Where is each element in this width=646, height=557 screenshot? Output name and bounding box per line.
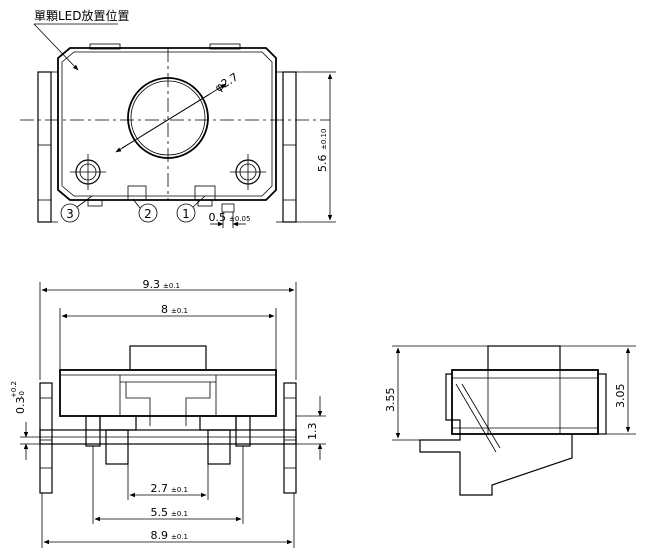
side-left-lead <box>419 373 573 496</box>
side-right-lead <box>597 373 607 435</box>
led-note: 單顆LED放置位置 <box>34 8 130 23</box>
inner-pitch-value: 2.7 <box>151 482 169 495</box>
lead-thk-value: 0.3 <box>14 397 27 415</box>
pin3-callout: 3 <box>60 195 93 223</box>
terminal-left-inner <box>99 415 137 465</box>
actuator-circle-inner <box>130 80 206 156</box>
body-height-value: 3.05 <box>614 384 627 409</box>
hole-left <box>70 154 106 190</box>
terminal-right-outer <box>235 415 251 447</box>
terminal-right-inner <box>199 415 237 465</box>
overall-dim-tol: ±0.1 <box>163 282 180 290</box>
outer-pitch-value: 5.5 <box>151 506 169 519</box>
footprint-value: 8.9 <box>151 529 169 542</box>
side-view: 3.55 3.05 <box>384 345 636 496</box>
top-tab-left <box>89 43 121 50</box>
pin2-label: 2 <box>144 207 152 221</box>
body-dim-tol: ±0.1 <box>171 307 188 315</box>
bottom-tab-3 <box>87 199 103 207</box>
lead-thk-tol-bottom: -0 <box>18 391 26 398</box>
outer-pitch-tol: ±0.1 <box>171 510 188 518</box>
pin3-label: 3 <box>66 207 74 221</box>
side-actuator <box>487 345 561 371</box>
front-left-lead <box>39 382 53 494</box>
height-dim-value: 5.6 <box>316 155 329 173</box>
lead-thk-tol-top: +0.2 <box>10 381 18 398</box>
front-view: 9.3 ±0.1 8 ±0.1 <box>10 278 326 548</box>
pin1-callout: 1 <box>176 195 206 223</box>
side-lead-diagonal-2 <box>461 383 501 449</box>
bottom-tab-1-inner <box>194 185 216 201</box>
height-dim-tol: ±0.10 <box>320 129 328 150</box>
inner-pitch-tol: ±0.1 <box>171 486 188 494</box>
footprint-tol: ±0.1 <box>171 533 188 541</box>
pad-dim-tol: ±0.05 <box>229 215 250 223</box>
diameter-leader-2 <box>115 93 211 153</box>
top-view: φ2.7 單顆LED放置位置 3 2 <box>20 8 336 228</box>
actuator-circle <box>127 77 209 159</box>
pad-0p5 <box>221 203 235 213</box>
body-dim-value: 8 <box>161 303 168 316</box>
top-body-outline <box>57 47 277 201</box>
top-right-leads <box>276 71 297 223</box>
led-note-leader <box>33 23 79 71</box>
side-lead-diagonal <box>455 383 497 453</box>
side-body <box>451 369 599 435</box>
total-height-value: 3.55 <box>384 388 397 413</box>
pad-dim-value: 0.5 <box>209 211 227 224</box>
overall-dim-value: 9.3 <box>143 278 161 291</box>
front-body <box>59 369 277 417</box>
pin1-label: 1 <box>182 207 190 221</box>
bottom-tab-2 <box>127 185 147 201</box>
hole-right <box>230 154 266 190</box>
standoff-value: 1.3 <box>306 423 319 441</box>
front-right-lead <box>283 382 297 494</box>
top-left-leads <box>37 71 58 223</box>
terminal-left-outer <box>85 415 101 447</box>
front-internal <box>120 381 216 426</box>
top-tab-right <box>209 43 241 50</box>
diameter-label: φ2.7 <box>213 70 241 94</box>
pin2-callout: 2 <box>132 198 158 223</box>
front-actuator <box>129 345 207 371</box>
top-body-inner-outline <box>61 51 273 197</box>
